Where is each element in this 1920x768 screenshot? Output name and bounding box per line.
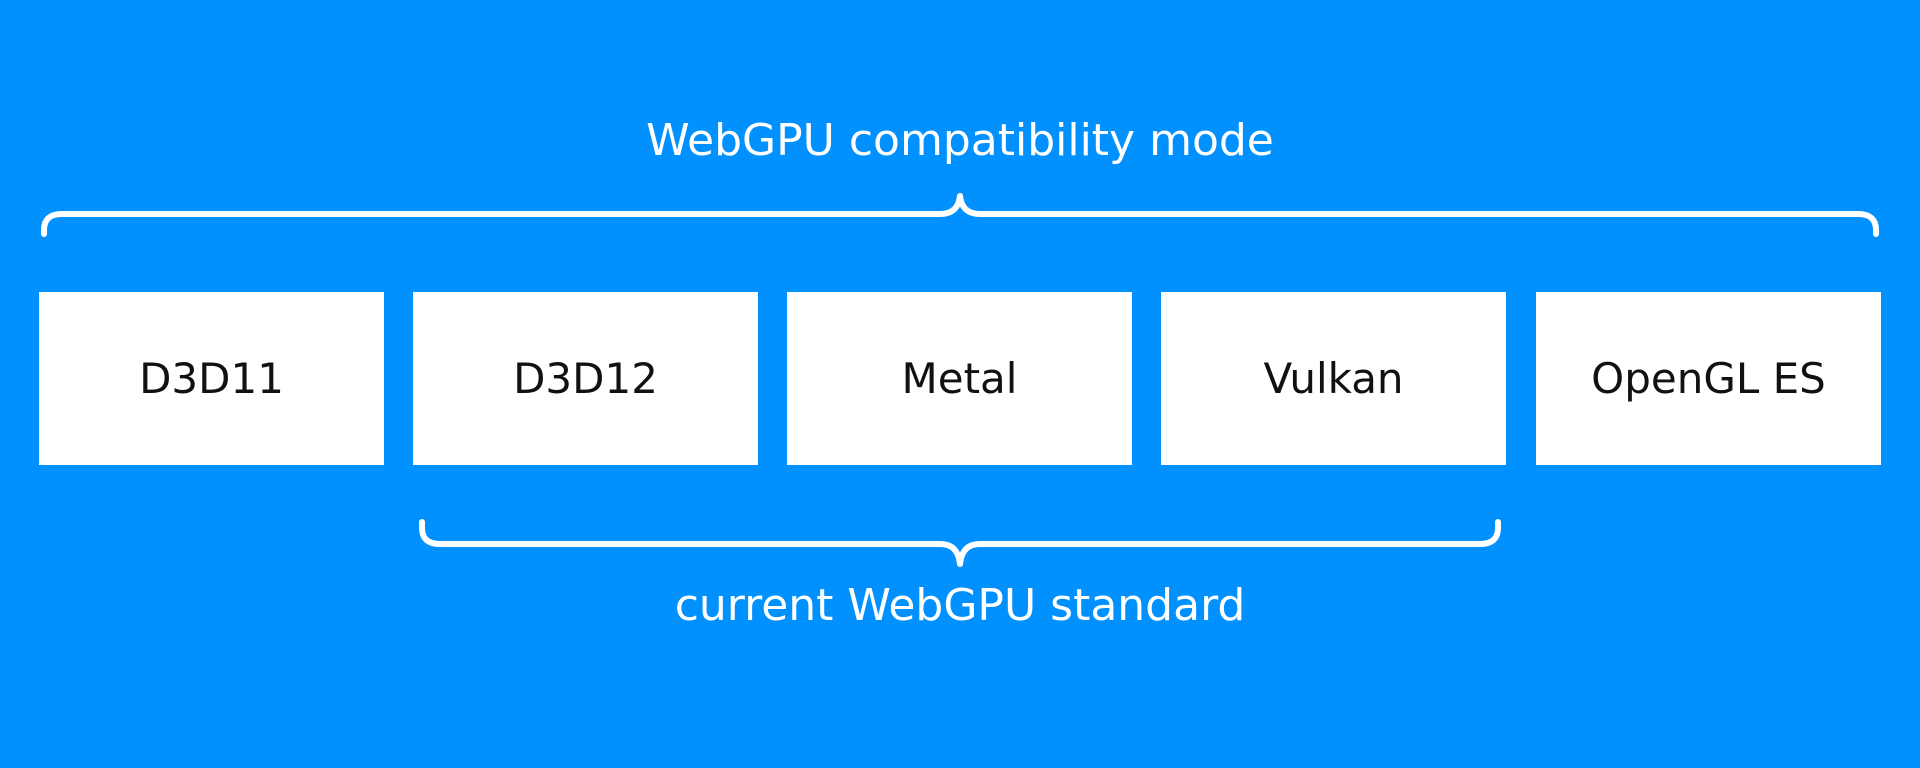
current-standard-label: current WebGPU standard	[674, 580, 1246, 631]
compatibility-mode-label: WebGPU compatibility mode	[646, 115, 1274, 166]
backend-label-vulkan: Vulkan	[1263, 354, 1404, 403]
backend-box-d3d12: D3D12	[413, 292, 758, 465]
backend-label-d3d11: D3D11	[139, 354, 284, 403]
backend-box-metal: Metal	[787, 292, 1132, 465]
backend-label-d3d12: D3D12	[513, 354, 658, 403]
backend-box-d3d11: D3D11	[39, 292, 384, 465]
backend-label-metal: Metal	[901, 354, 1018, 403]
backend-box-vulkan: Vulkan	[1161, 292, 1506, 465]
backend-label-opengl-es: OpenGL ES	[1591, 354, 1826, 403]
backend-box-opengl-es: OpenGL ES	[1536, 292, 1881, 465]
